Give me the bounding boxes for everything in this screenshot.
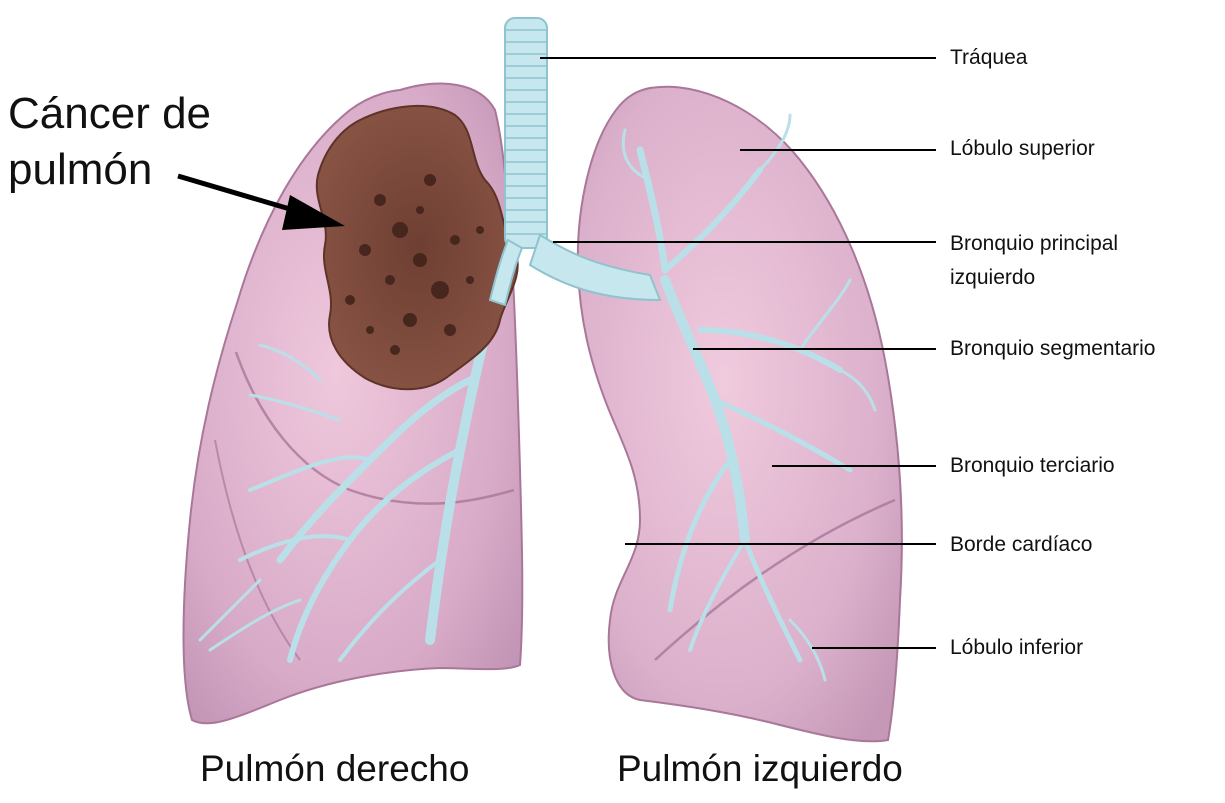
label-trachea: Tráquea [950, 41, 1027, 75]
label-upper-lobe: Lóbulo superior [950, 132, 1095, 166]
cancer-annotation: Cáncer de pulmón [8, 86, 211, 198]
label-main-bronchus: Bronquio principal izquierdo [950, 227, 1118, 295]
label-main-bronchus-line2: izquierdo [950, 261, 1118, 295]
right-lung [184, 84, 523, 724]
cancer-annotation-line2: pulmón [8, 142, 211, 198]
cancer-annotation-line1: Cáncer de [8, 86, 211, 142]
label-segmental-bronchus: Bronquio segmentario [950, 332, 1155, 366]
caption-right-lung: Pulmón derecho [200, 748, 469, 790]
label-main-bronchus-line1: Bronquio principal [950, 227, 1118, 261]
caption-left-lung: Pulmón izquierdo [617, 748, 903, 790]
label-cardiac-border: Borde cardíaco [950, 528, 1092, 562]
label-lower-lobe: Lóbulo inferior [950, 631, 1083, 665]
label-tertiary-bronchus: Bronquio terciario [950, 449, 1115, 483]
left-lung [578, 87, 902, 742]
